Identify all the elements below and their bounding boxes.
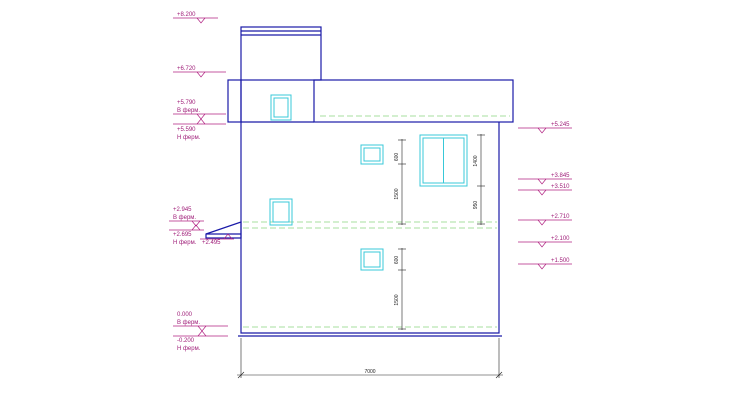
level-value: -0.200 [177,338,195,344]
level-mark: +2.100 [518,236,572,248]
width-dimension [237,338,503,379]
level-note: В ферм. [177,320,200,326]
levels-left: +8.200 +6.720 +5.790 В ферм. +5.590 Н фе… [169,12,234,352]
level-note: Н ферм. [177,135,201,141]
level-value: +5.245 [551,122,570,128]
level-note: В ферм. [173,215,196,221]
dim-lower-sill-height: 1500 [394,294,400,305]
balcony-door [419,134,468,187]
level-mark: +5.790 В ферм. [173,100,226,120]
lower-window [360,248,384,271]
level-note: Н ферм. [177,346,201,352]
level-value: +8.200 [177,12,196,18]
dim-door-sill-height: 950 [473,201,479,210]
vertical-dimensions [398,134,485,330]
dim-door-height: 1400 [473,155,479,166]
level-value: +2.710 [551,214,570,220]
level-mark: +5.245 [518,122,572,134]
stair-window [269,198,293,226]
main-wall [240,80,500,334]
level-value: 0.000 [177,312,193,318]
level-mark: 0.000 В ферм. [173,312,228,332]
level-mark: +8.200 [173,12,218,24]
tower-window [270,94,292,121]
building-outline [205,26,514,337]
upper-window [360,144,384,165]
level-mark: +2.495 [200,233,234,246]
level-mark: -0.200 Н ферм. [173,330,228,352]
level-value: +2.495 [202,240,221,246]
dim-upper-sill-height: 1500 [394,188,400,199]
dashed-lines [243,115,510,328]
dim-overall-width: 7000 [364,369,375,375]
level-mark: +2.945 В ферм. [169,207,204,227]
left-protrusion [227,79,242,123]
level-value: +2.695 [173,232,192,238]
level-mark: +3.845 [518,173,572,185]
level-mark: +6.720 [173,66,226,78]
level-value: +2.100 [551,236,570,242]
level-value: +5.790 [177,100,196,106]
level-note: Н ферм. [173,240,197,246]
windows [269,94,468,271]
level-mark: +2.695 Н ферм. [169,224,204,246]
level-mark: +1.500 [518,258,572,270]
tower [240,26,322,81]
level-note: В ферм. [177,108,200,114]
level-value: +3.845 [551,173,570,179]
dim-upper-window-height: 600 [394,153,400,162]
canopy [205,221,242,239]
level-mark: +5.590 Н ферм. [173,118,226,141]
roof-slab [313,79,514,123]
level-mark: +2.710 [518,214,572,226]
level-value: +5.590 [177,127,196,133]
level-value: +1.500 [551,258,570,264]
level-value: +3.510 [551,184,570,190]
dim-lower-window-height: 600 [394,256,400,265]
level-value: +2.945 [173,207,192,213]
level-value: +6.720 [177,66,196,72]
levels-right: +5.245 +3.845 +3.510 +2.710 +2.100 +1.50… [518,122,572,270]
level-mark: +3.510 [518,184,572,196]
